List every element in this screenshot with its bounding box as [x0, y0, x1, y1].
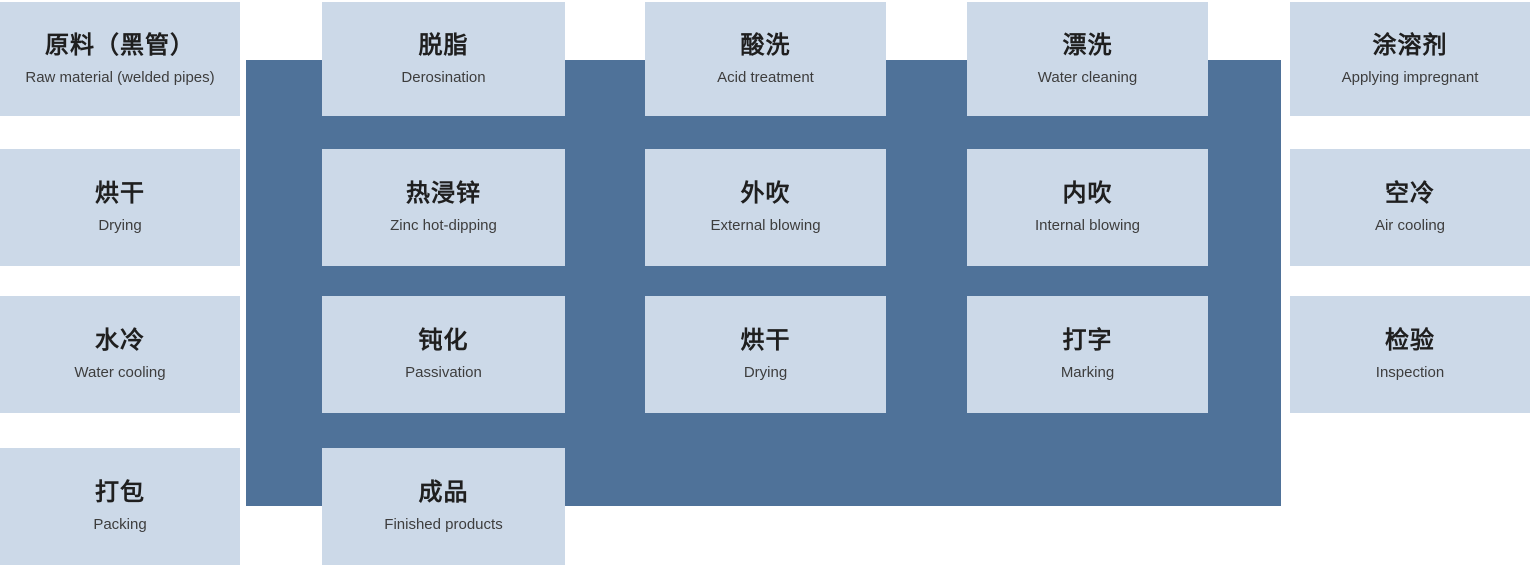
step-subtitle-en: Water cooling — [74, 364, 166, 382]
process-step-acid-treatment: 酸洗 Acid treatment — [645, 2, 886, 116]
step-title-zh: 钝化 — [418, 328, 469, 355]
step-title-zh: 涂溶剂 — [1372, 32, 1448, 59]
process-step-inspection: 检验 Inspection — [1290, 296, 1530, 413]
step-subtitle-en: Inspection — [1375, 364, 1445, 382]
process-step-external-blowing: 外吹 External blowing — [645, 149, 886, 266]
step-subtitle-en: Zinc hot-dipping — [390, 217, 497, 235]
step-subtitle-en: Derosination — [401, 68, 486, 86]
process-step-applying-impregnant: 涂溶剂 Applying impregnant — [1290, 2, 1530, 116]
process-step-finished-products: 成品 Finished products — [322, 448, 565, 565]
process-step-internal-blowing: 内吹 Internal blowing — [967, 149, 1208, 266]
step-title-zh: 漂洗 — [1062, 32, 1113, 59]
step-subtitle-en: Drying — [743, 364, 788, 382]
process-step-drying-1: 烘干 Drying — [0, 149, 240, 266]
process-step-derosination: 脱脂 Derosination — [322, 2, 565, 116]
process-step-water-cooling: 水冷 Water cooling — [0, 296, 240, 413]
step-subtitle-en: Finished products — [384, 516, 503, 534]
step-title-zh: 热浸锌 — [406, 181, 481, 208]
process-step-air-cooling: 空冷 Air cooling — [1290, 149, 1530, 266]
process-step-marking: 打字 Marking — [967, 296, 1208, 413]
step-subtitle-en: Water cleaning — [1037, 68, 1138, 86]
step-title-zh: 成品 — [418, 480, 469, 507]
step-subtitle-en: Air cooling — [1374, 217, 1446, 235]
step-title-zh: 烘干 — [95, 181, 145, 208]
step-subtitle-en: Acid treatment — [717, 68, 814, 86]
step-title-zh: 水冷 — [95, 328, 145, 355]
step-subtitle-en: External blowing — [710, 217, 821, 235]
process-step-zinc-hot-dipping: 热浸锌 Zinc hot-dipping — [322, 149, 565, 266]
step-subtitle-en: Applying impregnant — [1341, 68, 1479, 86]
flow-connector-background — [246, 60, 1281, 506]
step-title-zh: 打字 — [1062, 328, 1113, 355]
step-title-zh: 内吹 — [1062, 181, 1113, 208]
step-title-zh: 脱脂 — [418, 32, 469, 59]
step-subtitle-en: Packing — [93, 516, 147, 534]
step-subtitle-en: Drying — [98, 217, 142, 235]
step-subtitle-en: Internal blowing — [1034, 217, 1141, 235]
step-title-zh: 酸洗 — [740, 32, 791, 59]
step-title-zh: 检验 — [1385, 328, 1435, 355]
step-subtitle-en: Raw material (welded pipes) — [25, 68, 215, 86]
process-step-passivation: 钝化 Passivation — [322, 296, 565, 413]
process-step-drying-2: 烘干 Drying — [645, 296, 886, 413]
step-title-zh: 原料（黑管） — [45, 32, 195, 59]
step-title-zh: 外吹 — [740, 181, 791, 208]
step-title-zh: 打包 — [95, 480, 145, 507]
process-step-water-cleaning: 漂洗 Water cleaning — [967, 2, 1208, 116]
step-subtitle-en: Passivation — [405, 364, 482, 382]
step-subtitle-en: Marking — [1060, 364, 1115, 382]
step-title-zh: 空冷 — [1385, 181, 1435, 208]
step-title-zh: 烘干 — [740, 328, 791, 355]
process-step-packing: 打包 Packing — [0, 448, 240, 565]
process-step-raw-material: 原料（黑管） Raw material (welded pipes) — [0, 2, 240, 116]
